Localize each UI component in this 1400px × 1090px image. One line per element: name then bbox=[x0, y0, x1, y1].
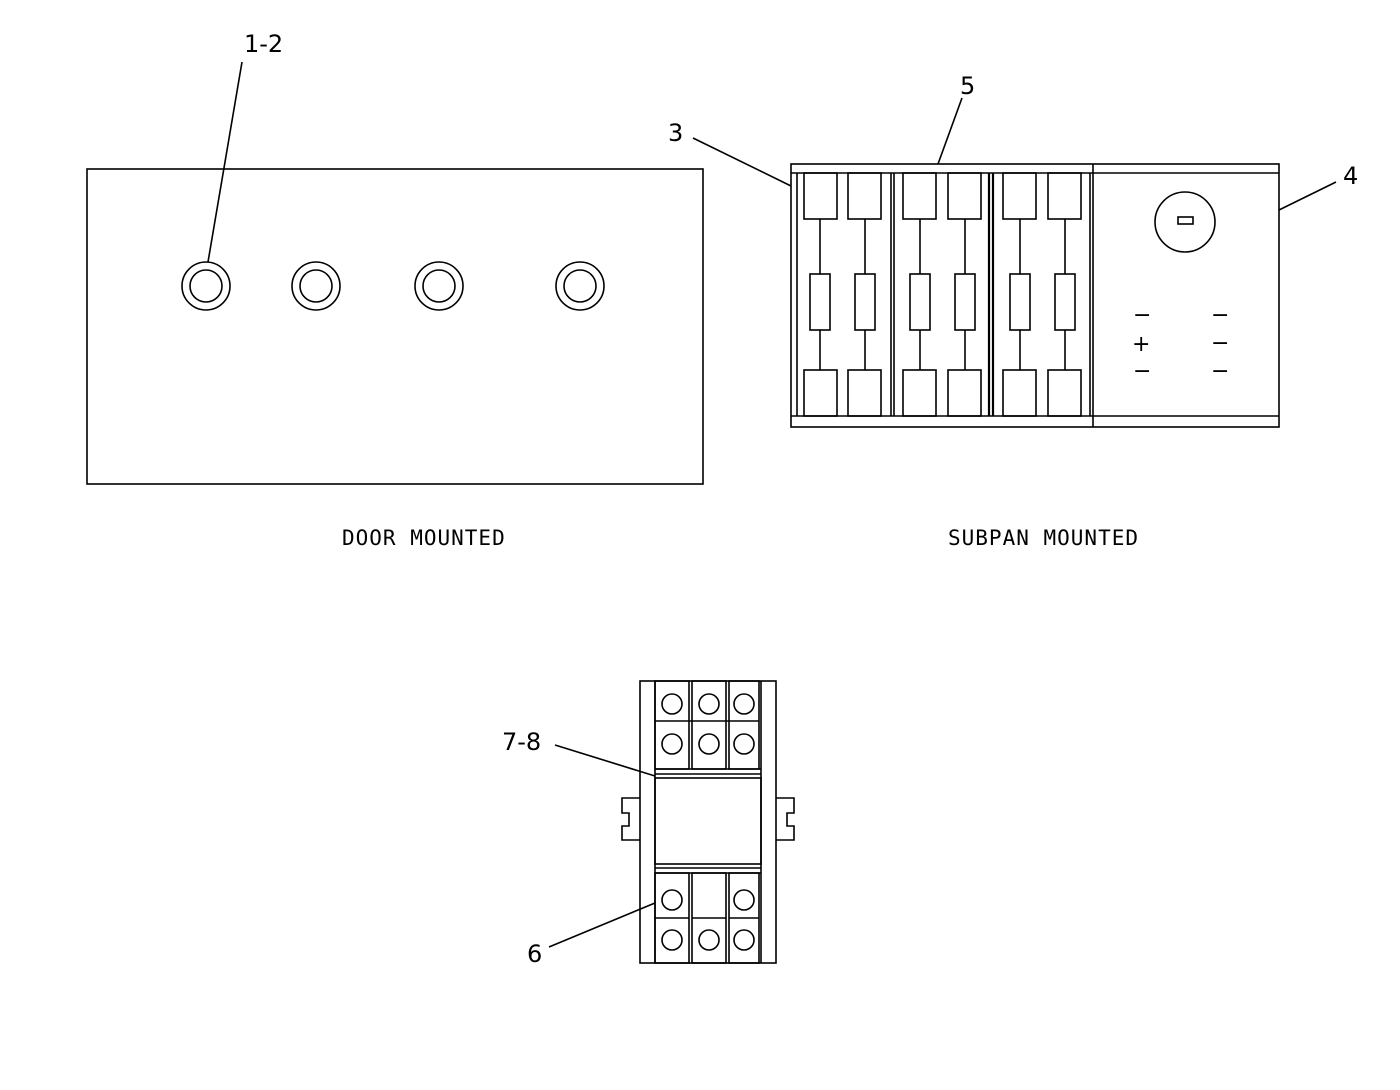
fuse-holder-1 bbox=[803, 172, 838, 417]
caption-subpan-mounted: SUBPAN MOUNTED bbox=[948, 526, 1139, 550]
door-indicator-light-3 bbox=[414, 261, 464, 311]
terminal-screw-icon bbox=[661, 889, 683, 911]
terminal-screw-icon bbox=[698, 693, 720, 715]
terminal-symbol-minus-right-bottom: − bbox=[1211, 359, 1229, 384]
fuse-holder-2 bbox=[847, 172, 882, 417]
adjust-potentiometer-icon bbox=[1154, 191, 1216, 253]
door-panel bbox=[86, 168, 704, 485]
fuse-holder-3 bbox=[902, 172, 937, 417]
terminal-screw-icon bbox=[733, 929, 755, 951]
callout-leader-4 bbox=[1278, 181, 1337, 211]
subpan-assembly: − + − − − − bbox=[790, 163, 1280, 428]
door-indicator-light-4 bbox=[555, 261, 605, 311]
bottom-terminal-block bbox=[654, 867, 761, 964]
contactor-body bbox=[654, 777, 762, 865]
callout-leader-7-8 bbox=[554, 744, 656, 777]
terminal-screw-icon bbox=[661, 733, 683, 755]
callout-leader-3 bbox=[692, 137, 792, 187]
callout-6: 6 bbox=[527, 940, 542, 968]
terminal-symbol-minus-left-bottom: − bbox=[1133, 359, 1151, 384]
power-supply-module: − + − − − − bbox=[1132, 191, 1229, 384]
callout-leader-1-2 bbox=[207, 61, 243, 263]
door-indicator-light-2 bbox=[291, 261, 341, 311]
terminal-screw-icon bbox=[698, 733, 720, 755]
caption-door-mounted: DOOR MOUNTED bbox=[342, 526, 506, 550]
callout-leader-5 bbox=[937, 97, 963, 165]
callout-5: 5 bbox=[960, 72, 975, 100]
terminal-symbol-minus-left-top: − bbox=[1133, 303, 1151, 328]
terminal-screw-icon bbox=[733, 733, 755, 755]
callout-leader-6 bbox=[548, 902, 656, 948]
terminal-screw-icon bbox=[733, 693, 755, 715]
callout-3: 3 bbox=[668, 119, 683, 147]
contactor bbox=[621, 680, 795, 964]
fuse-holder-6 bbox=[1047, 172, 1082, 417]
terminal-symbol-minus-right-top: − bbox=[1211, 303, 1229, 328]
door-indicator-light-1 bbox=[181, 261, 231, 311]
terminal-screw-icon bbox=[661, 693, 683, 715]
callout-7-8: 7-8 bbox=[502, 728, 541, 756]
terminal-screw-icon bbox=[698, 929, 720, 951]
callout-1-2: 1-2 bbox=[244, 30, 283, 58]
callout-4: 4 bbox=[1343, 162, 1358, 190]
terminal-symbol-plus-left: + bbox=[1132, 332, 1150, 357]
fuse-holder-4 bbox=[947, 172, 982, 417]
terminal-screw-icon bbox=[733, 889, 755, 911]
terminal-screw-icon bbox=[661, 929, 683, 951]
fuse-holder-5 bbox=[1002, 172, 1037, 417]
terminal-symbol-minus-right-middle: − bbox=[1211, 331, 1229, 356]
top-terminal-block bbox=[654, 680, 761, 775]
